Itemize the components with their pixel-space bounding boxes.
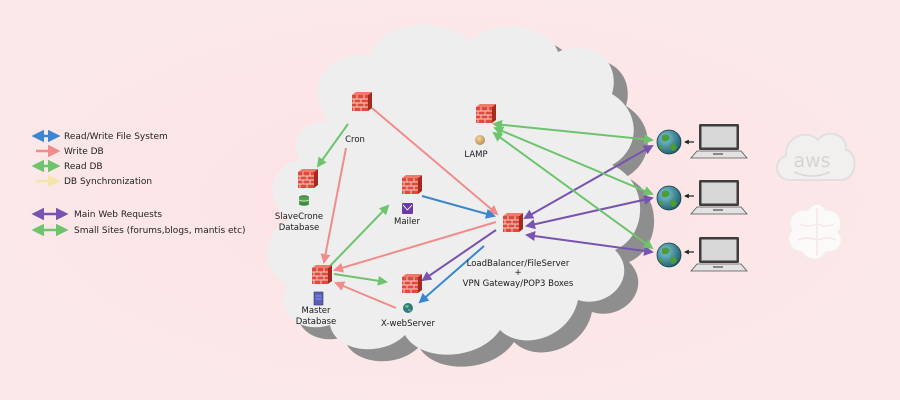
aws-text: aws: [793, 150, 830, 172]
legend-label: Write DB: [64, 147, 104, 157]
arrow-lb-to-xweb-main: [421, 229, 497, 282]
firewall-icon: [297, 168, 319, 189]
legend-item-read-db: Read DB: [31, 159, 103, 173]
node-cron: Cron: [345, 91, 373, 145]
lamp-icon: [475, 135, 485, 145]
legend-item-main-web: Main Web Requests: [31, 207, 162, 221]
node-slave-db: SlaveCrone Database: [275, 168, 323, 233]
node-label-lamp: LAMP: [464, 150, 487, 160]
aws-cloud-icon: [776, 132, 856, 181]
node-xwebserver: X-webServer: [381, 273, 435, 329]
node-mailer: Mailer: [394, 174, 423, 227]
node-loadbalancer: LoadBalancer/FileServer + VPN Gateway/PO…: [463, 212, 574, 289]
connections: [316, 107, 694, 309]
arrow-xweb-to-master: [334, 281, 397, 309]
node-master-db: Master Database: [296, 264, 337, 327]
globe-icon: [656, 242, 682, 268]
arrow-cron-to-master: [320, 147, 347, 264]
laptop-icon: [690, 179, 748, 215]
legend-item-small-sites: Small Sites (forums,blogs, mantis etc): [31, 223, 246, 237]
node-lamp: LAMP: [464, 103, 497, 160]
firewall-icon: [311, 264, 333, 285]
legend-item-read-write-fs: Read/Write File System: [31, 129, 168, 143]
arrow-master-to-mailer: [329, 204, 390, 267]
globe-icon: [656, 129, 682, 155]
node-label-lb-line3: VPN Gateway/POP3 Boxes: [463, 279, 574, 289]
aws-smile: [793, 171, 831, 177]
firewall-icon: [401, 174, 423, 195]
node-label-slave-line1: SlaveCrone: [275, 212, 323, 222]
legend-label: DB Synchronization: [64, 177, 152, 187]
firewall-icon: [401, 273, 423, 294]
node-label-cron: Cron: [345, 135, 365, 145]
brain-icon: [787, 203, 843, 261]
legend-item-write-db: Write DB: [36, 144, 104, 158]
laptop-icon: [690, 236, 748, 272]
arrow-lb-to-xweb: [418, 245, 485, 304]
arrow-lb-to-master: [333, 221, 497, 273]
legend-label: Read DB: [64, 162, 103, 172]
node-label-master-line1: Master: [301, 306, 331, 316]
aws-logo: aws: [776, 132, 856, 181]
node-label-slave-line2: Database: [279, 223, 320, 233]
arrow-mailer-to-lb: [421, 195, 496, 219]
legend-label: Small Sites (forums,blogs, mantis etc): [74, 226, 246, 236]
arrow-client3-to-lamp: [492, 131, 654, 250]
globe-icon: [656, 185, 682, 211]
legend: Read/Write File System Write DB Read DB …: [31, 129, 246, 237]
arrow-cron-to-lb: [371, 107, 499, 216]
globe-small-icon: [403, 303, 413, 313]
node-label-mailer: Mailer: [394, 217, 420, 227]
legend-label: Read/Write File System: [64, 132, 168, 142]
legend-item-db-sync: DB Synchronization: [36, 174, 152, 188]
legend-label: Main Web Requests: [74, 210, 162, 220]
firewall-icon: [502, 212, 524, 233]
node-label-xweb: X-webServer: [381, 319, 435, 329]
node-label-lb-line1: LoadBalancer/FileServer: [467, 259, 570, 269]
node-label-master-line2: Database: [296, 317, 337, 327]
mail-icon: [402, 203, 413, 214]
server-icon: [313, 291, 324, 306]
node-label-lb-line2: +: [514, 268, 521, 278]
database-icon: [298, 195, 310, 206]
firewall-icon: [475, 103, 497, 124]
laptop-icon: [690, 123, 748, 159]
firewall-icon: [351, 91, 373, 112]
arrow-master-to-xweb: [333, 273, 388, 286]
arrow-cron-to-slave: [316, 123, 349, 168]
